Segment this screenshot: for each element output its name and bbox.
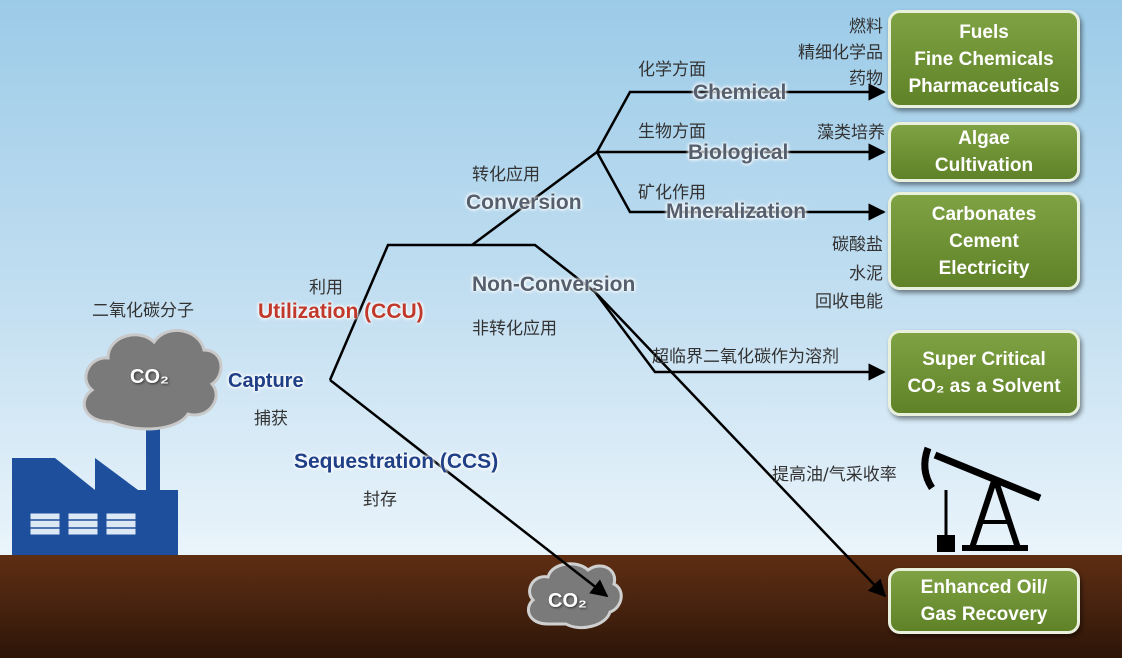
biological-cn-label: 生物方面: [638, 122, 706, 142]
capture-label: Capture: [228, 370, 304, 392]
carbonates-box-line: Cement: [949, 230, 1019, 252]
algae-cn-label: 藻类培养: [817, 123, 885, 143]
carbonates-box-line: Carbonates: [931, 203, 1037, 225]
non-conversion-cn-label: 非转化应用: [472, 319, 557, 339]
solvent-box-line: CO₂ as a Solvent: [907, 376, 1061, 397]
mineralization-label: Mineralization: [666, 200, 807, 223]
carbonates-box-line: Electricity: [938, 257, 1030, 279]
algae-box-line: Algae: [958, 128, 1010, 149]
solvent-cn-label: 超临界二氧化碳作为溶剂: [652, 347, 839, 367]
eor-box-line: Gas Recovery: [920, 604, 1048, 625]
chemical-cn-label: 化学方面: [638, 60, 706, 80]
fine-chemicals-cn-label: 精细化学品: [798, 43, 883, 63]
biological-label: Biological: [688, 141, 789, 164]
conversion-label: Conversion: [466, 191, 582, 214]
algae-box: Algae Cultivation: [888, 122, 1080, 182]
co2-molecule-caption: 二氧化碳分子: [92, 301, 194, 321]
fuels-box-line: Pharmaceuticals: [908, 75, 1060, 97]
utilization-label: Utilization (CCU): [258, 300, 424, 323]
fuels-box-line: Fine Chemicals: [914, 48, 1054, 70]
cement-cn-label: 水泥: [849, 264, 883, 284]
sequestration-cn-label: 封存: [363, 490, 397, 510]
fuels-box: Fuels Fine Chemicals Pharmaceuticals: [888, 10, 1080, 108]
eor-cn-label: 提高油/气采收率: [772, 465, 897, 485]
co2-cloud-icon: [82, 329, 223, 431]
factory-icon: [12, 428, 178, 555]
electricity-cn-label: 回收电能: [815, 292, 883, 312]
fuels-box-line: Fuels: [959, 21, 1009, 43]
carbonates-cn-label: 碳酸盐: [832, 235, 883, 255]
fuels-cn-label: 燃料: [849, 17, 883, 37]
algae-box-line: Cultivation: [934, 155, 1034, 176]
oil-pump-icon: [921, 446, 1042, 552]
pharmaceuticals-cn-label: 药物: [849, 69, 883, 89]
carbonates-box: Carbonates Cement Electricity: [888, 192, 1080, 290]
connector-lines: [328, 83, 887, 598]
underground-co2-label: CO₂: [548, 590, 587, 612]
non-conversion-label: Non-Conversion: [472, 273, 636, 296]
chemical-label: Chemical: [693, 81, 787, 104]
solvent-box-line: Super Critical: [922, 349, 1046, 370]
conversion-cn-label: 转化应用: [472, 165, 540, 185]
utilization-cn-label: 利用: [309, 278, 343, 298]
sequestration-label: Sequestration (CCS): [294, 450, 499, 473]
capture-cn-label: 捕获: [254, 409, 288, 429]
solvent-box: Super Critical CO₂ as a Solvent: [888, 330, 1080, 416]
co2-cloud-label: CO₂: [130, 366, 169, 388]
mineralization-cn-label: 矿化作用: [638, 183, 706, 203]
eor-box-line: Enhanced Oil/: [920, 577, 1048, 598]
eor-box: Enhanced Oil/ Gas Recovery: [888, 568, 1080, 634]
